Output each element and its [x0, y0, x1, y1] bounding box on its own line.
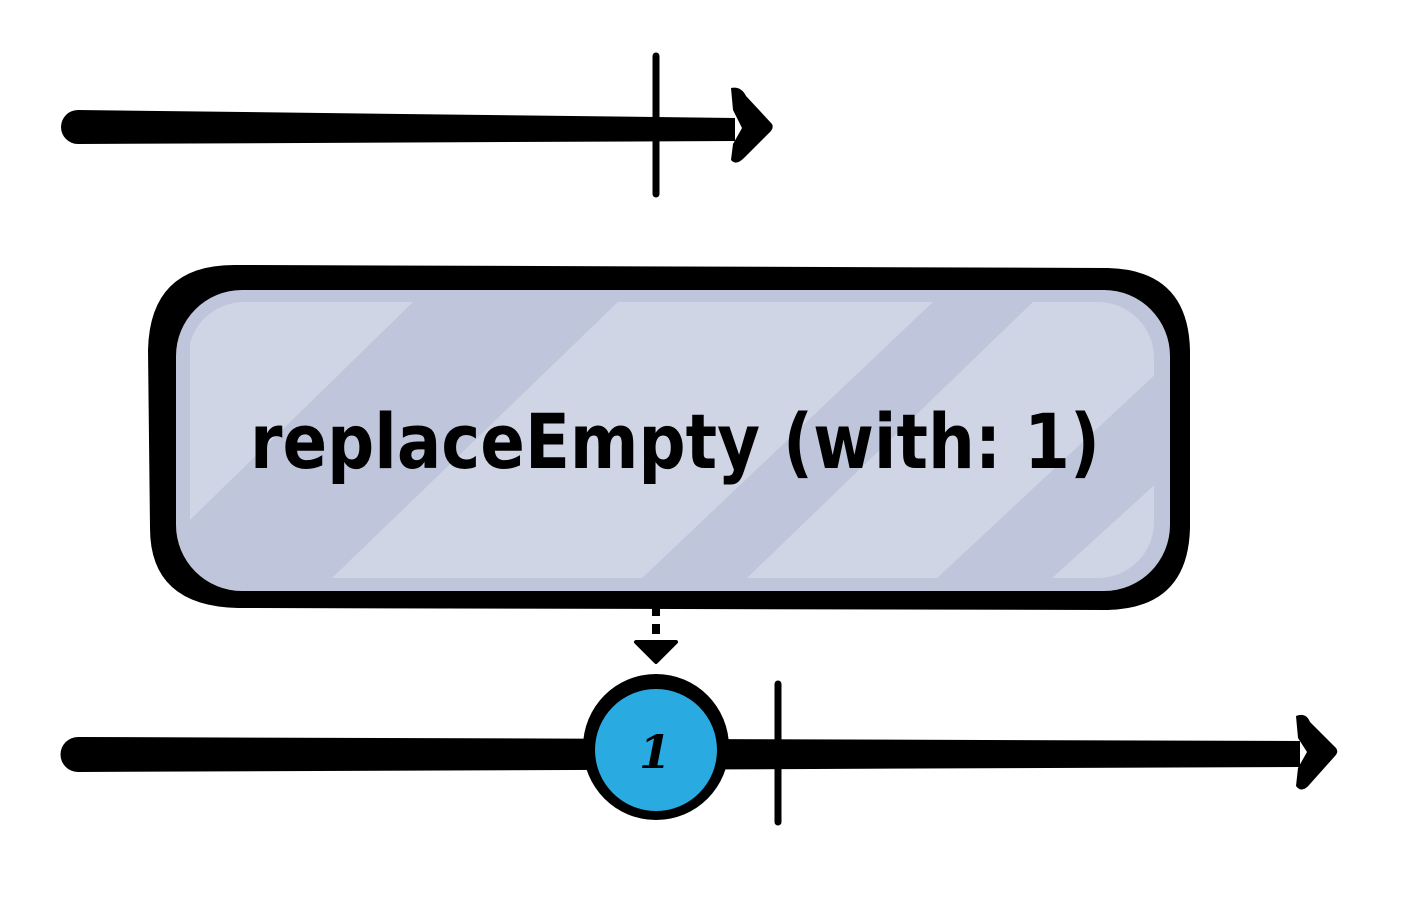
output-event-label: 1	[639, 725, 671, 779]
operator-label: replaceEmpty (with: 1)	[250, 397, 1100, 486]
output-event-marble-fill	[595, 689, 717, 811]
input-timeline	[61, 52, 773, 198]
input-timeline-arrowhead	[731, 87, 773, 163]
operator-box-glass-stripes	[190, 302, 1154, 578]
output-event-marble: 1	[583, 674, 729, 820]
input-timeline-line	[61, 110, 735, 144]
output-timeline: 1	[60, 674, 1338, 826]
output-timeline-arrowhead	[1296, 714, 1338, 790]
operator-output-connector	[634, 606, 678, 664]
operator-box: replaceEmpty (with: 1)	[148, 264, 1190, 610]
connector-arrowhead	[634, 640, 678, 664]
